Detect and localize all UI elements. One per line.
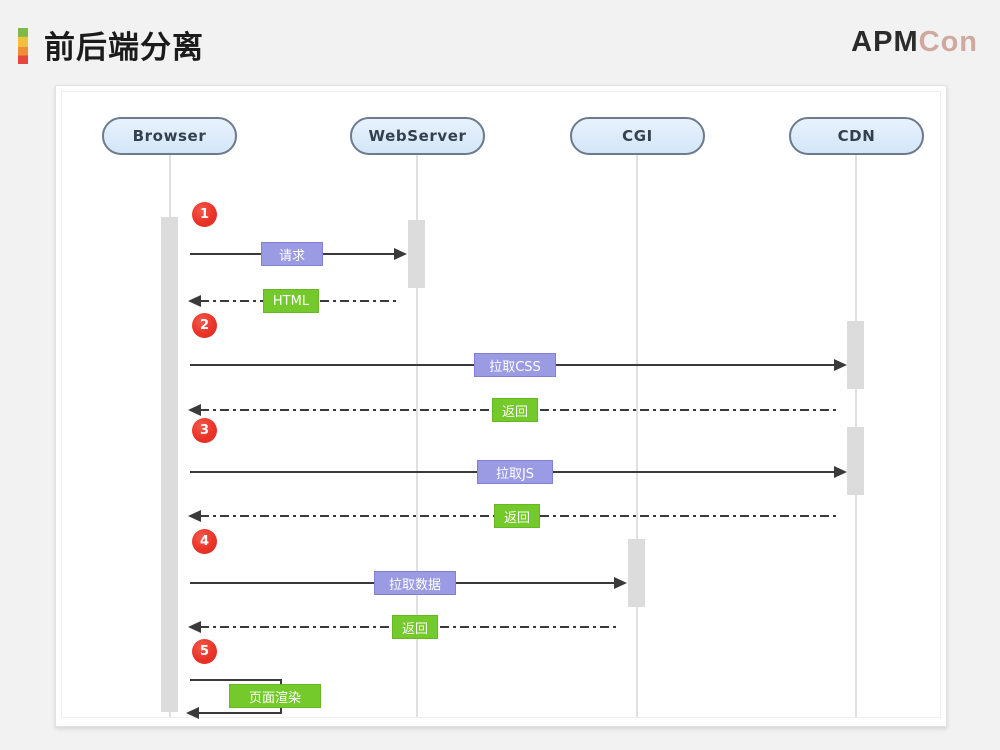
step-number-2: 2: [199, 318, 210, 333]
step-badge-5: 5: [192, 639, 217, 664]
step-badge-2: 2: [192, 313, 217, 338]
step-badge-1: 1: [192, 202, 217, 227]
self-loop-bottom: [198, 712, 282, 714]
message-label-fetch-css[interactable]: 拉取CSS: [474, 353, 556, 377]
message-text-return-data: 返回: [401, 621, 428, 637]
step-number-1: 1: [199, 207, 210, 222]
sequence-diagram-canvas: Browser WebServer CGI CDN 1 请求 HTML: [62, 92, 940, 719]
lifeline-cgi: [636, 155, 638, 717]
message-text-fetch-data: 拉取数据: [388, 577, 441, 593]
logo-text-secondary: Con: [918, 26, 978, 58]
actor-label-cgi: CGI: [622, 127, 653, 145]
message-label-fetch-js[interactable]: 拉取JS: [477, 460, 553, 484]
page-title: 前后端分离: [44, 30, 204, 66]
logo-text-primary: APM: [851, 26, 919, 58]
actor-label-browser: Browser: [132, 127, 207, 145]
activation-cdn-s2: [847, 321, 864, 389]
step-badge-4: 4: [192, 529, 217, 554]
message-label-return-css[interactable]: 返回: [492, 398, 538, 422]
arrow-head-return-css: [188, 404, 201, 416]
message-label-return-data[interactable]: 返回: [392, 615, 438, 639]
actor-box-browser[interactable]: Browser: [102, 117, 237, 155]
message-label-return-js[interactable]: 返回: [494, 504, 540, 528]
step-number-5: 5: [199, 644, 210, 659]
actor-box-cdn[interactable]: CDN: [789, 117, 924, 155]
page-header: 前后端分离 APMCon: [0, 0, 1000, 85]
arrow-head-return-data: [188, 621, 201, 633]
actor-label-cdn: CDN: [837, 127, 876, 145]
actor-box-webserver[interactable]: WebServer: [350, 117, 485, 155]
activation-cgi-s4: [628, 539, 645, 607]
message-label-fetch-data[interactable]: 拉取数据: [374, 571, 456, 595]
arrow-head-fetch-js: [834, 466, 847, 478]
lifeline-webserver: [416, 155, 418, 717]
arrow-head-fetch-data: [614, 577, 627, 589]
colored-bar-icon: [18, 28, 28, 64]
message-text-html: HTML: [272, 293, 310, 309]
message-text-render: 页面渲染: [248, 690, 301, 706]
actor-label-webserver: WebServer: [368, 127, 467, 145]
diagram-inner-frame: Browser WebServer CGI CDN 1 请求 HTML: [61, 91, 941, 719]
message-label-html[interactable]: HTML: [263, 289, 319, 313]
message-label-request[interactable]: 请求: [261, 242, 323, 266]
message-label-render[interactable]: 页面渲染: [229, 684, 321, 708]
message-text-request: 请求: [278, 248, 305, 264]
message-text-fetch-js: 拉取JS: [495, 466, 535, 482]
diagram-card: Browser WebServer CGI CDN 1 请求 HTML: [55, 85, 947, 727]
activation-cdn-s3: [847, 427, 864, 495]
arrow-head-request: [394, 248, 407, 260]
step-number-3: 3: [199, 423, 210, 438]
step-badge-3: 3: [192, 418, 217, 443]
message-text-fetch-css: 拉取CSS: [489, 359, 541, 375]
self-loop-top: [190, 679, 282, 681]
activation-webserver-s1: [408, 220, 425, 288]
arrow-head-render: [186, 707, 199, 719]
arrow-head-fetch-css: [834, 359, 847, 371]
arrow-head-return-js: [188, 510, 201, 522]
apmcon-logo: APMCon: [851, 26, 978, 59]
activation-browser: [161, 217, 178, 712]
arrow-head-html: [188, 295, 201, 307]
message-text-return-css: 返回: [501, 404, 528, 420]
step-number-4: 4: [199, 534, 210, 549]
actor-box-cgi[interactable]: CGI: [570, 117, 705, 155]
message-text-return-js: 返回: [503, 510, 530, 526]
